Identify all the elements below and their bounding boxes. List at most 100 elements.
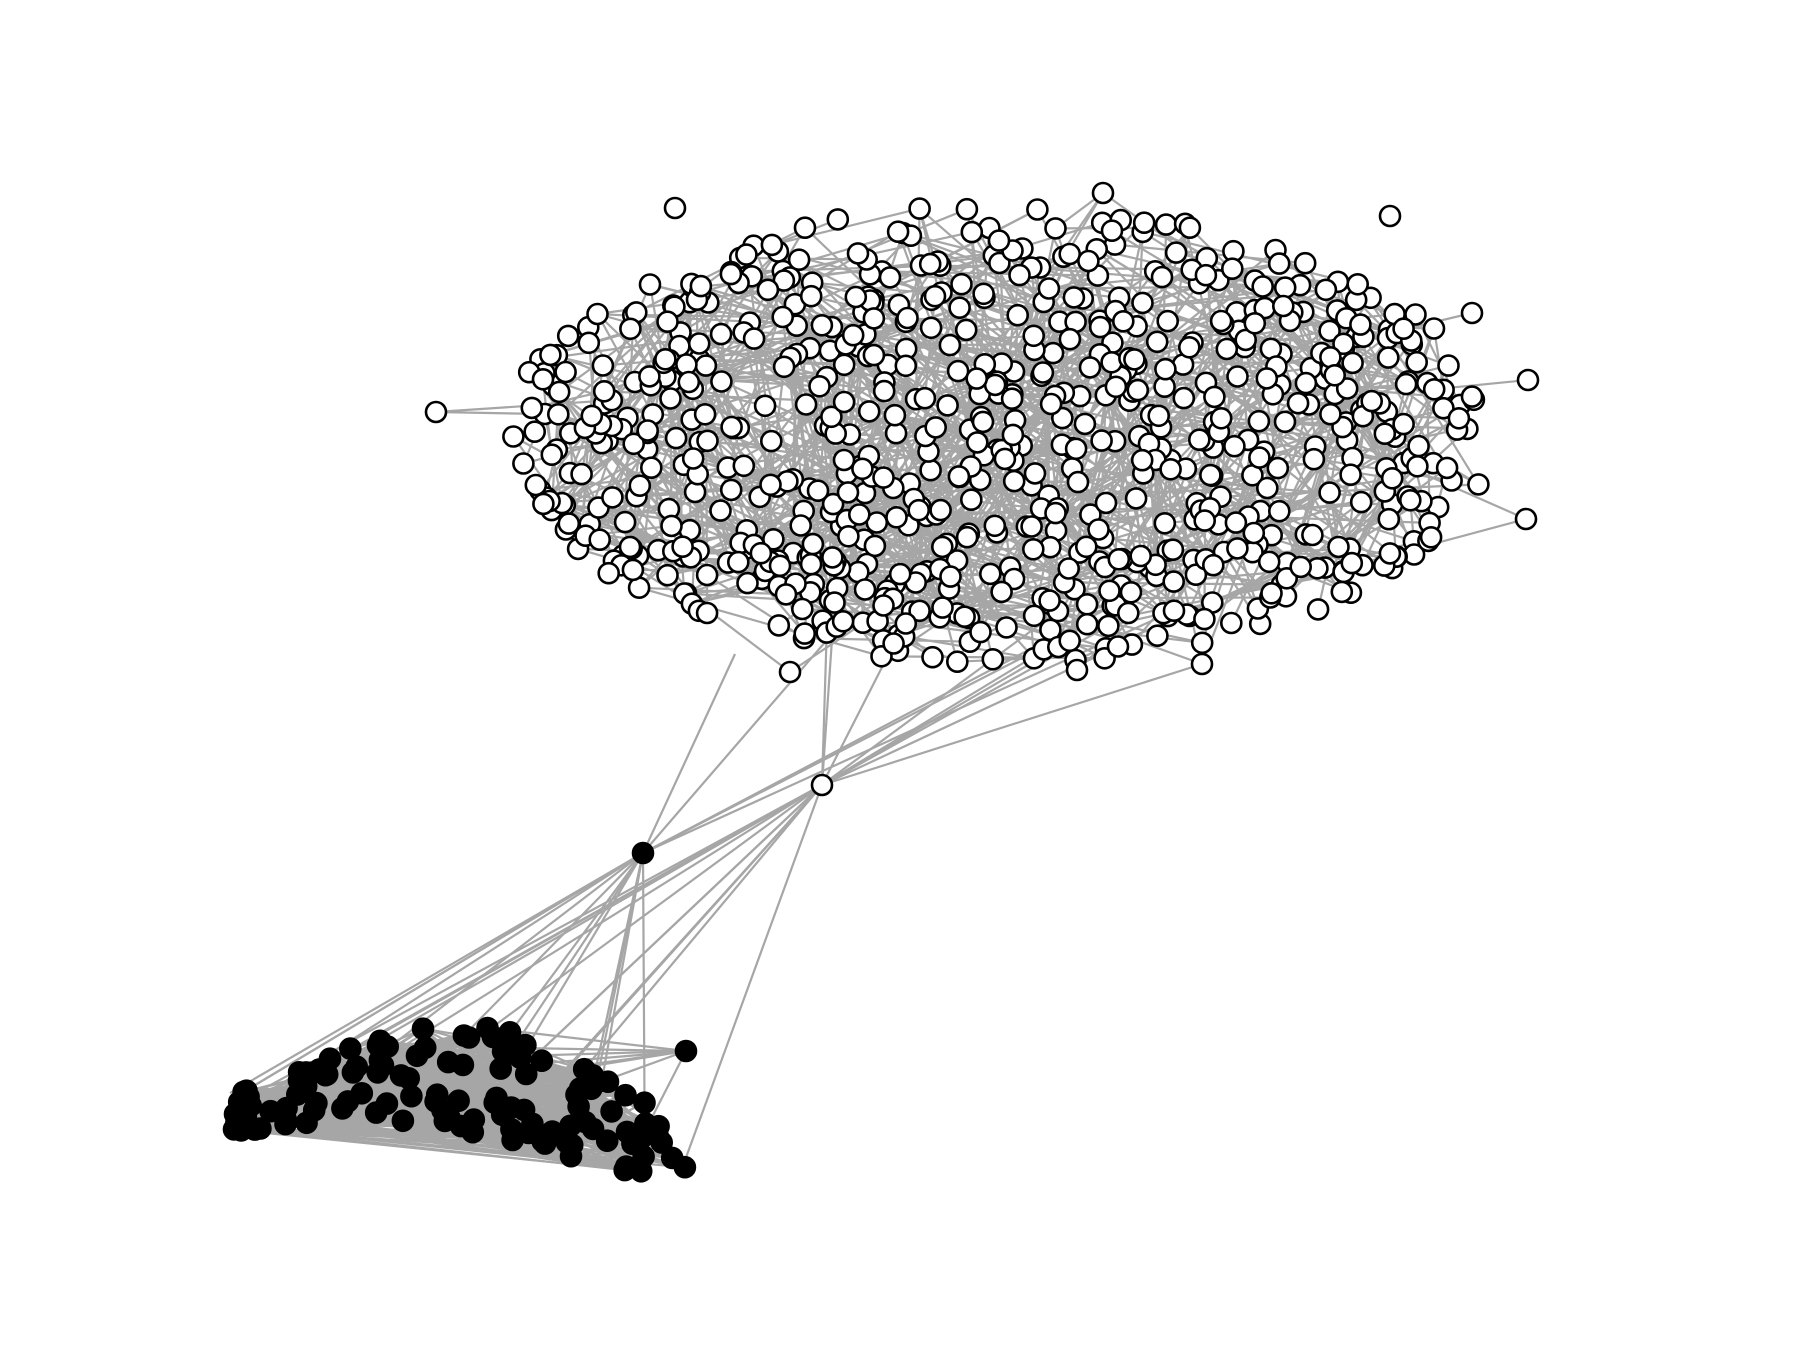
node-white [760, 233, 784, 257]
node-white [1117, 601, 1140, 625]
node-white [1066, 470, 1090, 494]
node-white [502, 425, 525, 448]
node-white [1041, 341, 1065, 365]
node-white [1107, 547, 1131, 571]
node-white [771, 305, 795, 329]
node-white [1256, 476, 1279, 500]
node-white [580, 404, 604, 428]
node-white [872, 594, 895, 617]
node-white [969, 620, 992, 644]
node-white [681, 447, 705, 470]
node-white [1273, 410, 1297, 434]
node-black [614, 1083, 637, 1107]
node-white [872, 379, 896, 403]
node-white [965, 367, 989, 390]
node-white [557, 512, 581, 535]
node-white [1360, 389, 1383, 413]
node-white [987, 229, 1011, 252]
node-white [687, 332, 711, 355]
node-black [364, 1101, 388, 1124]
node-white [1039, 392, 1063, 416]
node-white [524, 473, 548, 497]
node-black [613, 1158, 637, 1182]
edge-large-community [1040, 375, 1050, 496]
node-black [568, 1077, 592, 1100]
node-white [1146, 624, 1169, 648]
node-white [832, 448, 856, 472]
node-white [945, 650, 969, 674]
node-white [774, 583, 798, 606]
node-white [1223, 434, 1246, 458]
edge-bridge [642, 620, 844, 854]
node-white [832, 353, 856, 377]
node-white [929, 498, 952, 522]
node-white [1272, 294, 1295, 318]
node-white [613, 510, 637, 534]
node-white [844, 285, 868, 309]
edge-bridge [642, 653, 736, 854]
node-white [1260, 581, 1283, 605]
node-white [1150, 265, 1174, 289]
node-white [1293, 251, 1317, 275]
node-white [1377, 507, 1401, 531]
node-white [793, 216, 817, 239]
node-white [1154, 213, 1178, 236]
node-white [1248, 446, 1271, 469]
node-white [664, 426, 688, 450]
node-white [540, 443, 564, 467]
node-white [931, 596, 954, 619]
node-white [1346, 272, 1369, 296]
node-white [1162, 570, 1185, 593]
node-white [709, 322, 733, 346]
node-black [413, 1036, 437, 1059]
node-white [1460, 385, 1484, 408]
node-white [1037, 277, 1061, 300]
node-white [1022, 537, 1045, 561]
node-white [1008, 263, 1031, 287]
node-white [1286, 391, 1310, 415]
black-bridge-node-lower [674, 1039, 698, 1063]
node-white [1078, 356, 1102, 379]
node-white [1104, 375, 1128, 399]
node-black [400, 1084, 423, 1108]
node-white [742, 327, 766, 350]
node-white [1075, 535, 1098, 559]
node-white [965, 431, 989, 454]
node-white [1319, 402, 1342, 426]
node-white [735, 243, 758, 266]
edge-large-community [1258, 420, 1343, 429]
node-white [659, 387, 682, 410]
node-white [919, 316, 943, 340]
node-white [794, 393, 818, 416]
node-white [778, 660, 802, 684]
node-white [959, 488, 983, 512]
node-white [1193, 607, 1216, 631]
node-white [1123, 348, 1146, 371]
edge-large-community [830, 260, 939, 418]
node-black [650, 1131, 674, 1154]
edge-large-community [1266, 487, 1302, 568]
node-white [1038, 589, 1061, 612]
node-white [1178, 335, 1201, 359]
node-white [954, 318, 978, 342]
node-white [759, 473, 782, 497]
node-white [885, 505, 908, 529]
node-white [591, 354, 615, 377]
node-white [1349, 313, 1372, 336]
node-white [726, 550, 750, 574]
node-white [896, 306, 919, 330]
node-white [1100, 219, 1124, 242]
edge-large-community [670, 426, 832, 527]
node-white [947, 465, 971, 488]
node-white [732, 454, 756, 478]
node-white [894, 354, 918, 378]
node-white [710, 370, 733, 393]
node-white [1112, 309, 1135, 333]
node-white [837, 524, 860, 548]
node-black [438, 1106, 461, 1130]
edge-large-community [1259, 337, 1389, 512]
node-black [512, 1098, 536, 1122]
node-white [719, 262, 743, 286]
node-white [621, 558, 645, 582]
node-white [588, 528, 612, 552]
